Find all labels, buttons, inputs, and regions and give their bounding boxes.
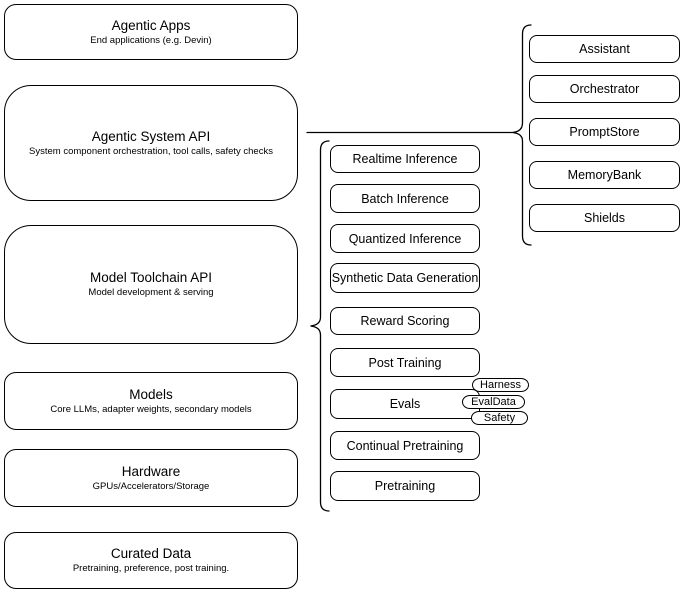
node-subtitle: System component orchestration, tool cal… bbox=[29, 145, 273, 157]
node-subtitle: Pretraining, preference, post training. bbox=[72, 563, 230, 574]
pill-label: Harness bbox=[480, 379, 521, 391]
node-title: Hardware bbox=[121, 463, 181, 479]
node-model-toolchain-api[interactable]: Model Toolchain API Model development & … bbox=[4, 225, 298, 344]
node-batch-inference[interactable]: Batch Inference bbox=[330, 184, 480, 213]
pill-safety[interactable]: Safety bbox=[471, 411, 528, 425]
node-curated-data[interactable]: Curated Data Pretraining, preference, po… bbox=[4, 532, 298, 589]
node-label: Continual Pretraining bbox=[346, 438, 464, 453]
node-label: Assistant bbox=[579, 42, 630, 56]
node-subtitle: GPUs/Accelerators/Storage bbox=[92, 480, 210, 492]
node-promptstore[interactable]: PromptStore bbox=[529, 118, 680, 146]
node-evals[interactable]: Evals bbox=[330, 389, 480, 419]
node-label: Post Training bbox=[368, 355, 442, 370]
node-subtitle: End applications (e.g. Devin) bbox=[90, 34, 212, 46]
node-orchestrator[interactable]: Orchestrator bbox=[529, 75, 680, 103]
node-title: Model Toolchain API bbox=[89, 270, 213, 285]
node-label: Quantized Inference bbox=[348, 231, 462, 246]
node-title: Curated Data bbox=[110, 546, 192, 561]
node-title: Agentic Apps bbox=[111, 17, 191, 33]
brace-toolchain-components bbox=[310, 140, 330, 512]
node-label: Synthetic Data Generation bbox=[331, 271, 479, 285]
pill-evaldata[interactable]: EvalData bbox=[462, 395, 525, 409]
node-label: Orchestrator bbox=[569, 82, 640, 96]
node-label: MemoryBank bbox=[567, 168, 642, 182]
node-title: Agentic System API bbox=[91, 128, 211, 144]
brace-system-components bbox=[512, 24, 532, 246]
node-label: Evals bbox=[389, 397, 421, 411]
node-pretraining[interactable]: Pretraining bbox=[330, 471, 480, 501]
node-models[interactable]: Models Core LLMs, adapter weights, secon… bbox=[4, 372, 298, 430]
node-label: Shields bbox=[584, 211, 625, 225]
node-assistant[interactable]: Assistant bbox=[529, 35, 680, 63]
pill-label: Safety bbox=[483, 412, 516, 424]
node-subtitle: Core LLMs, adapter weights, secondary mo… bbox=[50, 403, 252, 415]
node-label: PromptStore bbox=[569, 125, 640, 139]
pill-label: EvalData bbox=[471, 396, 516, 408]
node-reward-scoring[interactable]: Reward Scoring bbox=[330, 307, 480, 335]
node-agentic-system-api[interactable]: Agentic System API System component orch… bbox=[4, 85, 298, 201]
node-agentic-apps[interactable]: Agentic Apps End applications (e.g. Devi… bbox=[4, 4, 298, 60]
node-memorybank[interactable]: MemoryBank bbox=[529, 161, 680, 189]
node-label: Reward Scoring bbox=[360, 314, 450, 328]
node-label: Realtime Inference bbox=[352, 152, 458, 166]
node-continual-pretraining[interactable]: Continual Pretraining bbox=[330, 431, 480, 460]
node-post-training[interactable]: Post Training bbox=[330, 348, 480, 377]
node-title: Models bbox=[129, 386, 173, 402]
node-label: Batch Inference bbox=[361, 191, 449, 206]
node-shields[interactable]: Shields bbox=[529, 204, 680, 232]
pill-harness[interactable]: Harness bbox=[472, 378, 529, 392]
node-quantized-inference[interactable]: Quantized Inference bbox=[330, 224, 480, 253]
node-realtime-inference[interactable]: Realtime Inference bbox=[330, 145, 480, 173]
node-subtitle: Model development & serving bbox=[88, 287, 214, 298]
node-hardware[interactable]: Hardware GPUs/Accelerators/Storage bbox=[4, 449, 298, 507]
node-synthetic-data-generation[interactable]: Synthetic Data Generation bbox=[330, 263, 480, 293]
node-label: Pretraining bbox=[374, 479, 436, 493]
